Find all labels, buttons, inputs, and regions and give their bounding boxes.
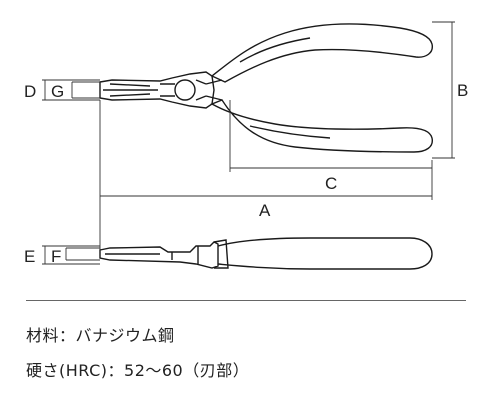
dim-label-g: G [51,82,64,101]
dim-label-a: A [259,201,271,220]
side-handle-tip [213,239,229,269]
jaw-groove [109,83,151,97]
pivot-rivet [174,79,196,101]
neck-detail [205,79,223,101]
side-jaw-tip [99,241,219,269]
dim-label-e: E [24,247,35,266]
hardness-spec: 硬さ(HRC)：52〜60（刃部） [26,361,250,380]
side-jaw-detail [105,246,199,264]
pliers-side-view [99,237,433,270]
lower-handle-grip-edge [249,125,331,139]
upper-handle [210,23,433,83]
material-spec: 材料：バナジウム鋼 [26,326,175,345]
dim-label-f: F [51,247,61,266]
upper-handle-grip-edge [239,37,311,63]
side-handle [217,237,433,270]
pliers-technical-drawing: D G B C A E F [24,21,468,270]
lower-handle [210,99,433,153]
pliers-top-view [99,23,433,153]
pivot-detail [160,79,207,101]
dimension-lines-side [42,245,100,265]
spec-divider [26,300,466,301]
jaw-outline [99,71,215,109]
dim-label-b: B [457,81,468,100]
dim-label-c: C [325,174,337,193]
dimension-lines-top [42,21,455,250]
dim-label-d: D [24,82,36,101]
